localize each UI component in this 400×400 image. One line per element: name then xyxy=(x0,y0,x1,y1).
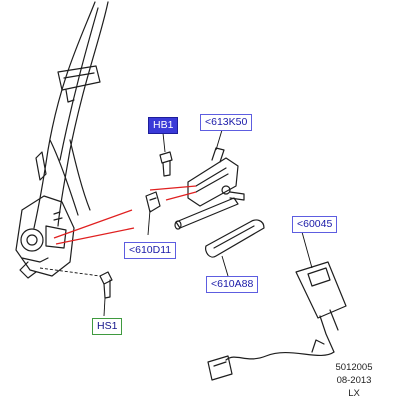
callout-613k50[interactable]: <613K50 xyxy=(200,114,253,131)
adjuster-slide-rail xyxy=(174,197,239,230)
callout-610a88[interactable]: <610A88 xyxy=(206,276,259,293)
retractor-assembly xyxy=(15,195,75,279)
diagram-code: 5012005 xyxy=(335,362,373,373)
buckle-wiring-harness xyxy=(207,339,335,381)
cover-trim-610a88 xyxy=(205,219,265,258)
seat-belt-buckle xyxy=(295,261,347,353)
leader-lines xyxy=(39,129,313,317)
bolt-hb1 xyxy=(159,151,173,177)
diagram-date: 08-2013 xyxy=(336,375,372,386)
red-leader-lines xyxy=(53,185,197,245)
diagram-model: LX xyxy=(348,388,360,399)
mounting-bracket xyxy=(35,151,47,181)
callout-610d11[interactable]: <610D11 xyxy=(124,242,177,259)
bolt-hs1 xyxy=(99,271,113,299)
d-loop-guide xyxy=(57,65,101,103)
callout-60045[interactable]: <60045 xyxy=(292,216,338,233)
clip-610d11 xyxy=(145,191,161,213)
height-adjuster xyxy=(187,147,245,207)
callout-hs1[interactable]: HS1 xyxy=(92,318,122,335)
callout-hb1[interactable]: HB1 xyxy=(148,117,178,134)
seat-belt-webbing xyxy=(33,1,109,229)
